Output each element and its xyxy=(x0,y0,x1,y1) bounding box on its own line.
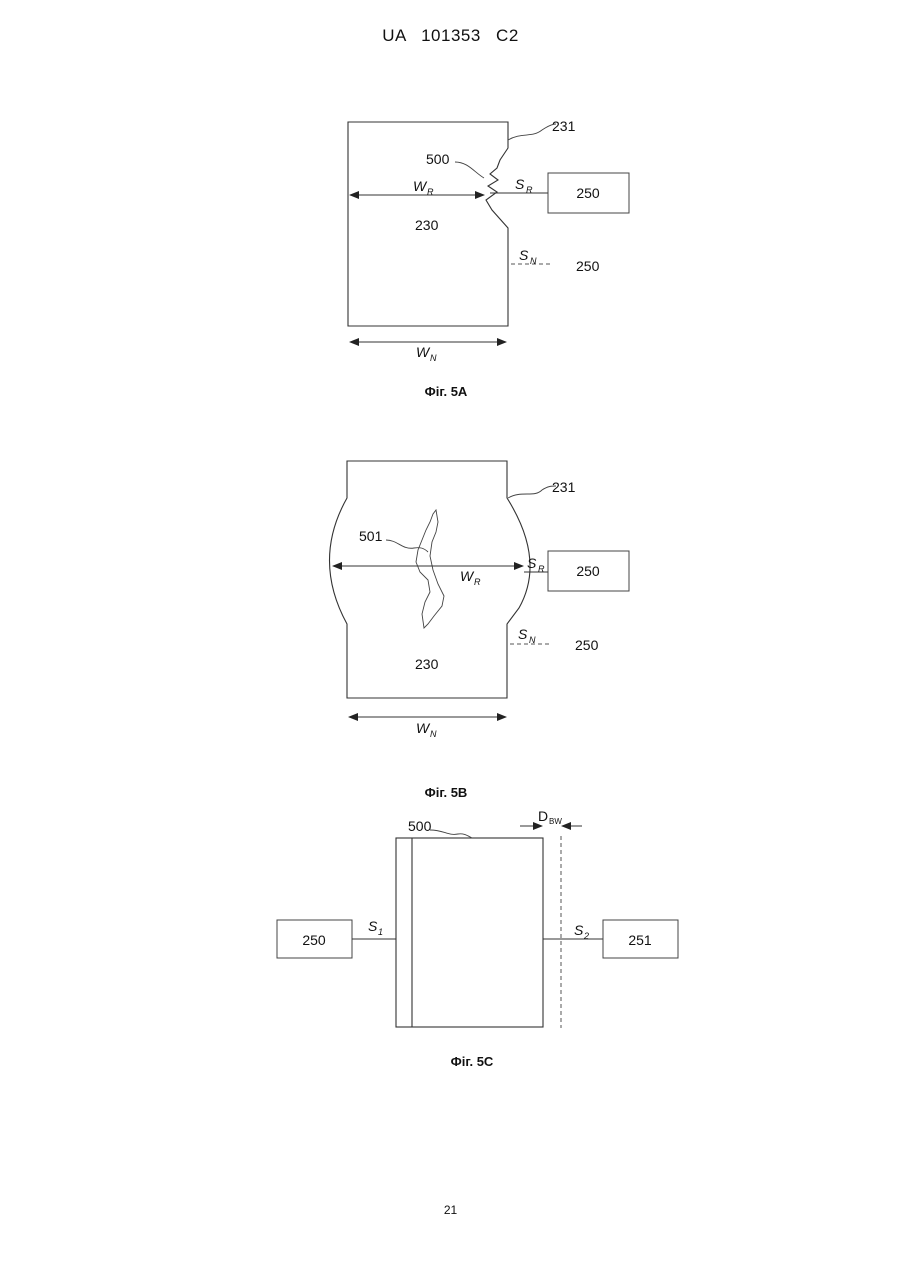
fig5c-label-s2: S xyxy=(574,922,584,938)
fig5b-label-231: 231 xyxy=(552,479,576,495)
fig5b-label-s: S xyxy=(527,555,537,571)
fig5b-label-sr-sub: R xyxy=(538,564,545,574)
fig5a-label-sr-sub: R xyxy=(526,185,533,195)
figure-5a: 231 500 W R S R 250 230 S N 250 W N Фіг.… xyxy=(348,118,629,399)
fig5a-box-250-label: 250 xyxy=(576,185,600,201)
fig5a-label-500: 500 xyxy=(426,151,450,167)
fig5b-label-sn-sub: N xyxy=(529,635,536,645)
fig5b-leader-231 xyxy=(508,486,556,498)
fig5a-label-w: W xyxy=(413,178,428,194)
fig5a-label-sn: S xyxy=(519,247,529,263)
fig5a-label-sn-sub: N xyxy=(530,256,537,266)
fig5b-label-230: 230 xyxy=(415,656,439,672)
fig5c-box-251-label: 251 xyxy=(628,932,652,948)
fig5c-leader-500 xyxy=(430,830,472,838)
fig5a-label-wr-sub: R xyxy=(427,187,434,197)
fig5b-caption: Фіг. 5В xyxy=(425,785,468,800)
figure-5c: 500 D BW 250 S 1 S 2 251 Фіг. 5С xyxy=(277,808,678,1069)
page-number: 21 xyxy=(0,1203,901,1217)
fig5b-label-501: 501 xyxy=(359,528,383,544)
fig5b-label-wn: W xyxy=(416,720,431,736)
fig5a-leader-500 xyxy=(455,162,484,178)
fig5b-label-wr-sub: R xyxy=(474,577,481,587)
fig5c-label-dbw-sub: BW xyxy=(549,817,562,826)
fig5a-label-250-bottom: 250 xyxy=(576,258,600,274)
fig5b-box-250-label: 250 xyxy=(576,563,600,579)
fig5a-leader-231 xyxy=(508,124,556,140)
fig5c-label-s2-sub: 2 xyxy=(583,931,589,941)
fig5c-box-250-label: 250 xyxy=(302,932,326,948)
fig5b-crack-501 xyxy=(416,510,444,628)
fig5a-label-230: 230 xyxy=(415,217,439,233)
fig5a-caption: Фіг. 5А xyxy=(425,384,468,399)
fig5c-label-500: 500 xyxy=(408,818,432,834)
figure-5b: 231 501 W R S R 250 S N 250 230 W N Фіг.… xyxy=(330,461,630,800)
fig5c-label-d: D xyxy=(538,808,548,824)
fig5a-label-231: 231 xyxy=(552,118,576,134)
fig5a-label-wn-sub: N xyxy=(430,353,437,363)
fig5a-label-wn: W xyxy=(416,344,431,360)
fig5c-label-s1: S xyxy=(368,918,378,934)
fig5b-label-250-bottom: 250 xyxy=(575,637,599,653)
fig5b-label-w: W xyxy=(460,568,475,584)
fig5b-label-sn: S xyxy=(518,626,528,642)
fig5c-caption: Фіг. 5С xyxy=(451,1054,494,1069)
fig5c-label-s1-sub: 1 xyxy=(378,927,383,937)
fig5c-body-rect xyxy=(396,838,543,1027)
fig5a-label-s: S xyxy=(515,176,525,192)
fig5b-label-wn-sub: N xyxy=(430,729,437,739)
